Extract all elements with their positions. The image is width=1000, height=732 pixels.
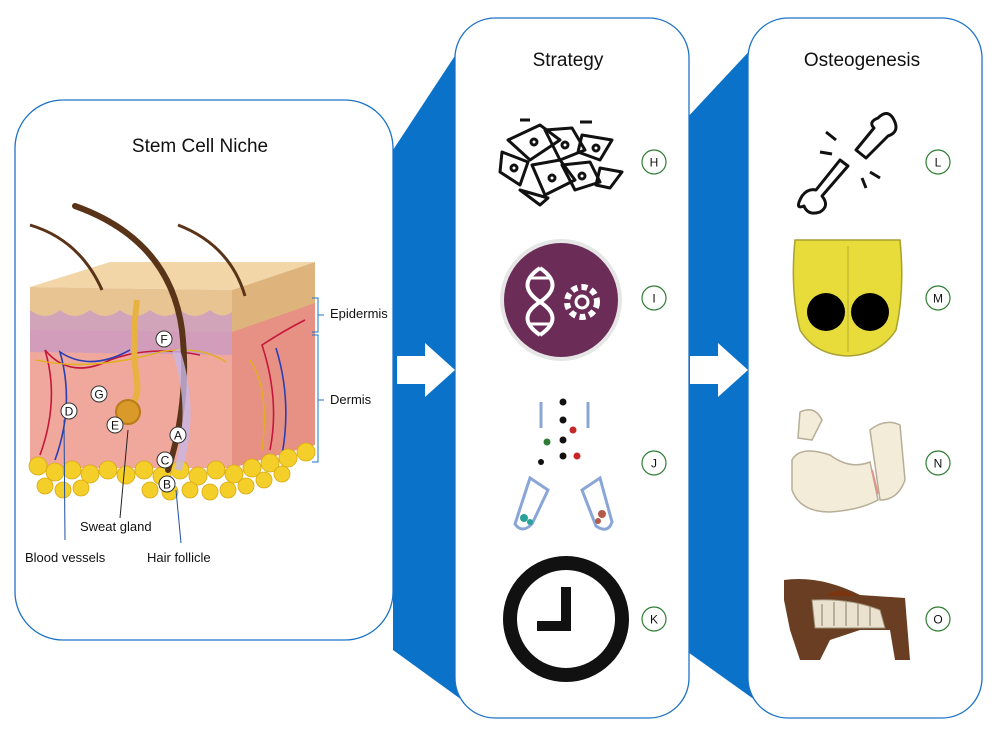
svg-text:F: F — [160, 333, 167, 347]
basement-layer — [30, 310, 232, 355]
svg-text:D: D — [65, 405, 74, 419]
calvaria-defect-icon — [792, 239, 903, 357]
vessel-blue-1 — [54, 349, 131, 461]
hair-follicle-label: Hair follicle — [147, 550, 211, 565]
svg-text:O: O — [933, 613, 942, 627]
svg-text:K: K — [650, 613, 658, 627]
hair-right — [177, 223, 247, 297]
skin-marker-a: A — [169, 426, 187, 444]
epidermis-label: Epidermis — [330, 306, 388, 321]
gene-gear-icon — [500, 239, 622, 361]
badge-m: M — [925, 285, 951, 311]
svg-text:G: G — [94, 388, 103, 402]
svg-text:B: B — [163, 478, 171, 492]
epidermis-bracket — [312, 297, 324, 333]
badge-l: L — [925, 149, 951, 175]
sweat-gland-coil — [115, 399, 141, 425]
dermis-side — [232, 302, 315, 468]
fat-layer — [28, 442, 316, 501]
dermis-label: Dermis — [330, 392, 372, 407]
svg-text:M: M — [933, 292, 943, 306]
vessel-red-1 — [39, 349, 201, 456]
badge-h: H — [641, 149, 667, 175]
nerve-yellow-1 — [35, 349, 227, 366]
skin-marker-e: E — [106, 416, 124, 434]
skin-marker-d: D — [60, 402, 78, 420]
broken-bone-icon — [797, 112, 898, 215]
svg-text:A: A — [174, 429, 182, 443]
hair-main — [72, 203, 188, 473]
vessel-red-2 — [261, 319, 306, 451]
hair-left — [29, 223, 104, 291]
nerve-yellow-2 — [249, 359, 265, 451]
sweat-duct — [129, 299, 141, 407]
epidermis-top — [30, 262, 315, 290]
badge-o: O — [925, 606, 951, 632]
sweat-gland-label: Sweat gland — [80, 519, 152, 534]
badge-j: J — [641, 450, 667, 476]
osteogenesis-title: Osteogenesis — [804, 50, 920, 71]
skin-marker-f: F — [155, 330, 173, 348]
svg-text:N: N — [934, 457, 943, 471]
mandible-icon — [791, 409, 906, 513]
follicle-sheath — [172, 348, 191, 472]
horse-skeleton-icon — [784, 579, 910, 660]
dermis-bracket — [312, 334, 324, 463]
arrow-strategy-to-osteogenesis — [690, 343, 748, 397]
badge-i: I — [641, 285, 667, 311]
clock-icon — [503, 556, 629, 682]
skin-marker-b: B — [158, 475, 176, 493]
niche-title: Stem Cell Niche — [132, 136, 268, 157]
badge-k: K — [641, 606, 667, 632]
panel-strategy — [454, 17, 690, 719]
arrow-niche-to-strategy — [397, 343, 455, 397]
svg-text:J: J — [651, 457, 657, 471]
cell-culture-icon — [498, 118, 624, 207]
skin-marker-c: C — [156, 451, 174, 469]
vessel-blue-2 — [275, 347, 287, 456]
strategy-title: Strategy — [533, 50, 604, 71]
skin-marker-g: G — [90, 385, 108, 403]
svg-text:E: E — [111, 419, 119, 433]
svg-text:L: L — [935, 156, 942, 170]
cell-sorting-icon — [513, 398, 614, 531]
svg-text:I: I — [652, 292, 655, 306]
blood-vessels-label: Blood vessels — [25, 550, 106, 565]
badge-n: N — [925, 450, 951, 476]
svg-text:H: H — [650, 156, 659, 170]
svg-text:C: C — [161, 454, 170, 468]
